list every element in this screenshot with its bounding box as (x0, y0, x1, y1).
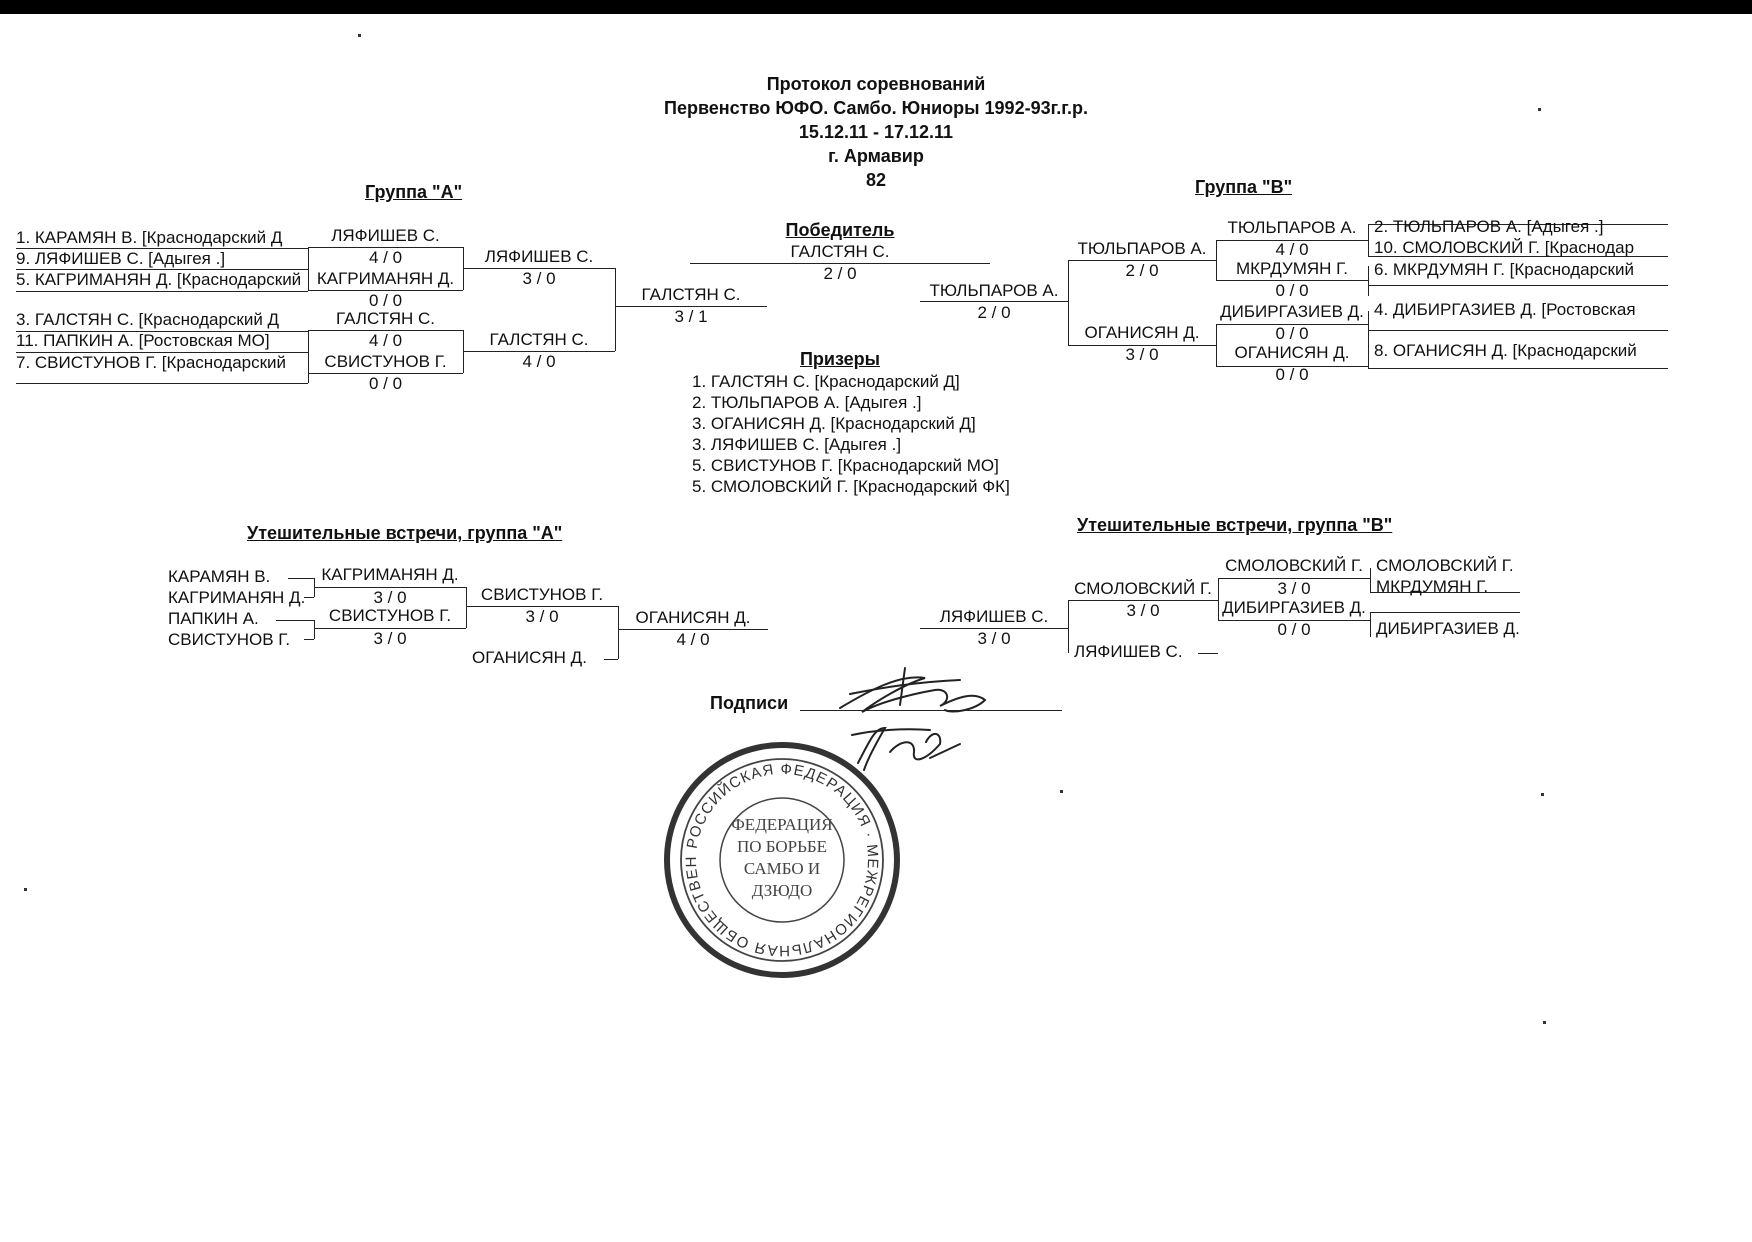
group-b-r2-score: 2 / 0 (1125, 261, 1159, 280)
cons-a-winner-score: 4 / 0 (676, 630, 710, 649)
group-a-r1-score: 4 / 0 (368, 248, 403, 267)
signatures-label: Подписи (710, 693, 789, 713)
prize-item: 3. ЛЯФИШЕВ С. [Адыгея .] (692, 435, 902, 454)
group-b-title: Группа "В" (1195, 177, 1293, 197)
cons-b-entry: МКРДУМЯН Г. (1376, 577, 1489, 596)
group-b-r1-winner: ОГАНИСЯН Д. (1234, 343, 1350, 362)
group-b-r2-score: 3 / 0 (1125, 345, 1159, 364)
cons-b-winner-score: 3 / 0 (977, 629, 1011, 648)
cons-b-r1-score: 3 / 0 (1277, 579, 1311, 598)
cons-a-entry: КАРАМЯН В. (168, 567, 271, 586)
cons-a-entry: КАГРИМАНЯН Д. (168, 588, 306, 607)
group-a-r2-score: 4 / 0 (522, 352, 556, 371)
group-a-entry: 9. ЛЯФИШЕВ С. [Адыгея .] (16, 249, 226, 268)
cons-a-r1-score: 3 / 0 (373, 629, 407, 648)
group-b-r1-winner: ТЮЛЬПАРОВ А. (1227, 218, 1357, 237)
group-b-entry: 4. ДИБИРГАЗИЕВ Д. [Ростовская (1374, 300, 1636, 319)
group-a-winner: ГАЛСТЯН С. (641, 285, 741, 304)
competition-city: г. Армавир (828, 146, 924, 166)
cons-b-r2-winner: СМОЛОВСКИЙ Г. (1074, 579, 1212, 598)
cons-b-r2-score: 3 / 0 (1126, 601, 1160, 620)
group-b-r1-score: 4 / 0 (1275, 240, 1309, 259)
cons-a-entry: ПАПКИН А. (168, 609, 259, 628)
prize-item: 2. ТЮЛЬПАРОВ А. [Адыгея .] (692, 393, 922, 412)
final-title: Победитель (785, 220, 895, 240)
group-a-r2-winner: ЛЯФИШЕВ С. (484, 247, 594, 266)
cons-b-bye: ЛЯФИШЕВ С. (1074, 642, 1183, 661)
cons-a-bye: ОГАНИСЯН Д. (472, 648, 587, 667)
group-a-r1-score: 4 / 0 (368, 331, 403, 350)
group-b-r1-loser: МКРДУМЯН Г. (1235, 259, 1349, 278)
cons-a-title: Утешительные встречи, группа "А" (247, 523, 563, 543)
cons-a-winner: ОГАНИСЯН Д. (635, 608, 751, 627)
group-b-entry: 2. ТЮЛЬПАРОВ А. [Адыгея .] (1374, 217, 1604, 236)
group-b-r1-score: 0 / 0 (1275, 324, 1309, 343)
group-a-r1-score: 0 / 0 (368, 374, 403, 393)
group-b-r1-score: 0 / 0 (1275, 281, 1309, 300)
group-a-entry: 5. КАГРИМАНЯН Д. [Краснодарский (16, 270, 302, 289)
cons-b-entry: СМОЛОВСКИЙ Г. (1376, 556, 1514, 575)
cons-a-r1-winner: КАГРИМАНЯН Д. (321, 565, 459, 584)
cons-b-winner: ЛЯФИШЕВ С. (939, 607, 1049, 626)
final-score: 2 / 0 (823, 264, 857, 283)
group-b-winner-score: 2 / 0 (977, 303, 1011, 322)
group-a-r2-winner: ГАЛСТЯН С. (489, 330, 589, 349)
group-b-r1-score: 0 / 0 (1275, 365, 1309, 384)
weight-class: 82 (865, 170, 887, 190)
cons-a-r2-winner: СВИСТУНОВ Г. (480, 585, 604, 604)
protocol-title: Протокол соревнований (766, 74, 986, 94)
group-b-entry: 10. СМОЛОВСКИЙ Г. [Краснодар (1374, 238, 1635, 257)
group-a-entry: 3. ГАЛСТЯН С. [Краснодарский Д (16, 310, 280, 329)
group-a-title: Группа "А" (365, 182, 463, 202)
competition-name: Первенство ЮФО. Самбо. Юниоры 1992-93г.г… (664, 98, 1088, 118)
group-b-entry: 8. ОГАНИСЯН Д. [Краснодарский (1374, 341, 1637, 360)
group-a-entry: 7. СВИСТУНОВ Г. [Краснодарский (16, 353, 287, 372)
group-a-entry: 1. КАРАМЯН В. [Краснодарский Д (16, 228, 283, 247)
group-b-r2-winner: ТЮЛЬПАРОВ А. (1077, 239, 1207, 258)
prizes-title: Призеры (799, 349, 881, 369)
group-a-r1-loser: СВИСТУНОВ Г. (324, 352, 447, 371)
prize-item: 5. СВИСТУНОВ Г. [Краснодарский МО] (692, 456, 999, 475)
cons-b-entry: ДИБИРГАЗИЕВ Д. (1376, 619, 1520, 638)
prize-item: 3. ОГАНИСЯН Д. [Краснодарский Д] (692, 414, 976, 433)
competition-dates: 15.12.11 - 17.12.11 (798, 122, 954, 142)
group-a-r1-winner: ГАЛСТЯН С. (336, 309, 435, 328)
cons-b-title: Утешительные встречи, группа "В" (1077, 515, 1393, 535)
group-a-entry: 11. ПАПКИН А. [Ростовская МО] (16, 331, 270, 350)
cons-a-r1-score: 3 / 0 (373, 588, 407, 607)
cons-b-r1-winner: СМОЛОВСКИЙ Г. (1225, 556, 1363, 575)
group-a-r1-loser: КАГРИМАНЯН Д. (316, 269, 455, 288)
prize-item: 5. СМОЛОВСКИЙ Г. [Краснодарский ФК] (692, 477, 1010, 496)
group-b-winner: ТЮЛЬПАРОВ А. (929, 281, 1059, 300)
group-b-r1-loser: ДИБИРГАЗИЕВ Д. (1220, 302, 1364, 321)
cons-b-r1-score: 0 / 0 (1277, 620, 1311, 639)
group-a-winner-score: 3 / 1 (674, 307, 708, 326)
group-a-r1-score: 0 / 0 (368, 291, 403, 310)
final-winner: ГАЛСТЯН С. (790, 242, 890, 261)
cons-a-r1-winner: СВИСТУНОВ Г. (328, 606, 452, 625)
scan-top-band (0, 0, 1752, 14)
group-a-r1-winner: ЛЯФИШЕВ С. (331, 226, 440, 245)
group-b-entry: 6. МКРДУМЯН Г. [Краснодарский (1374, 260, 1634, 279)
cons-a-r2-score: 3 / 0 (525, 607, 559, 626)
cons-a-entry: СВИСТУНОВ Г. (168, 630, 291, 649)
cons-b-r1-winner: ДИБИРГАЗИЕВ Д. (1222, 598, 1366, 617)
group-a-r2-score: 3 / 0 (522, 269, 556, 288)
prize-item: 1. ГАЛСТЯН С. [Краснодарский Д] (692, 372, 960, 391)
group-b-r2-winner: ОГАНИСЯН Д. (1084, 323, 1200, 342)
